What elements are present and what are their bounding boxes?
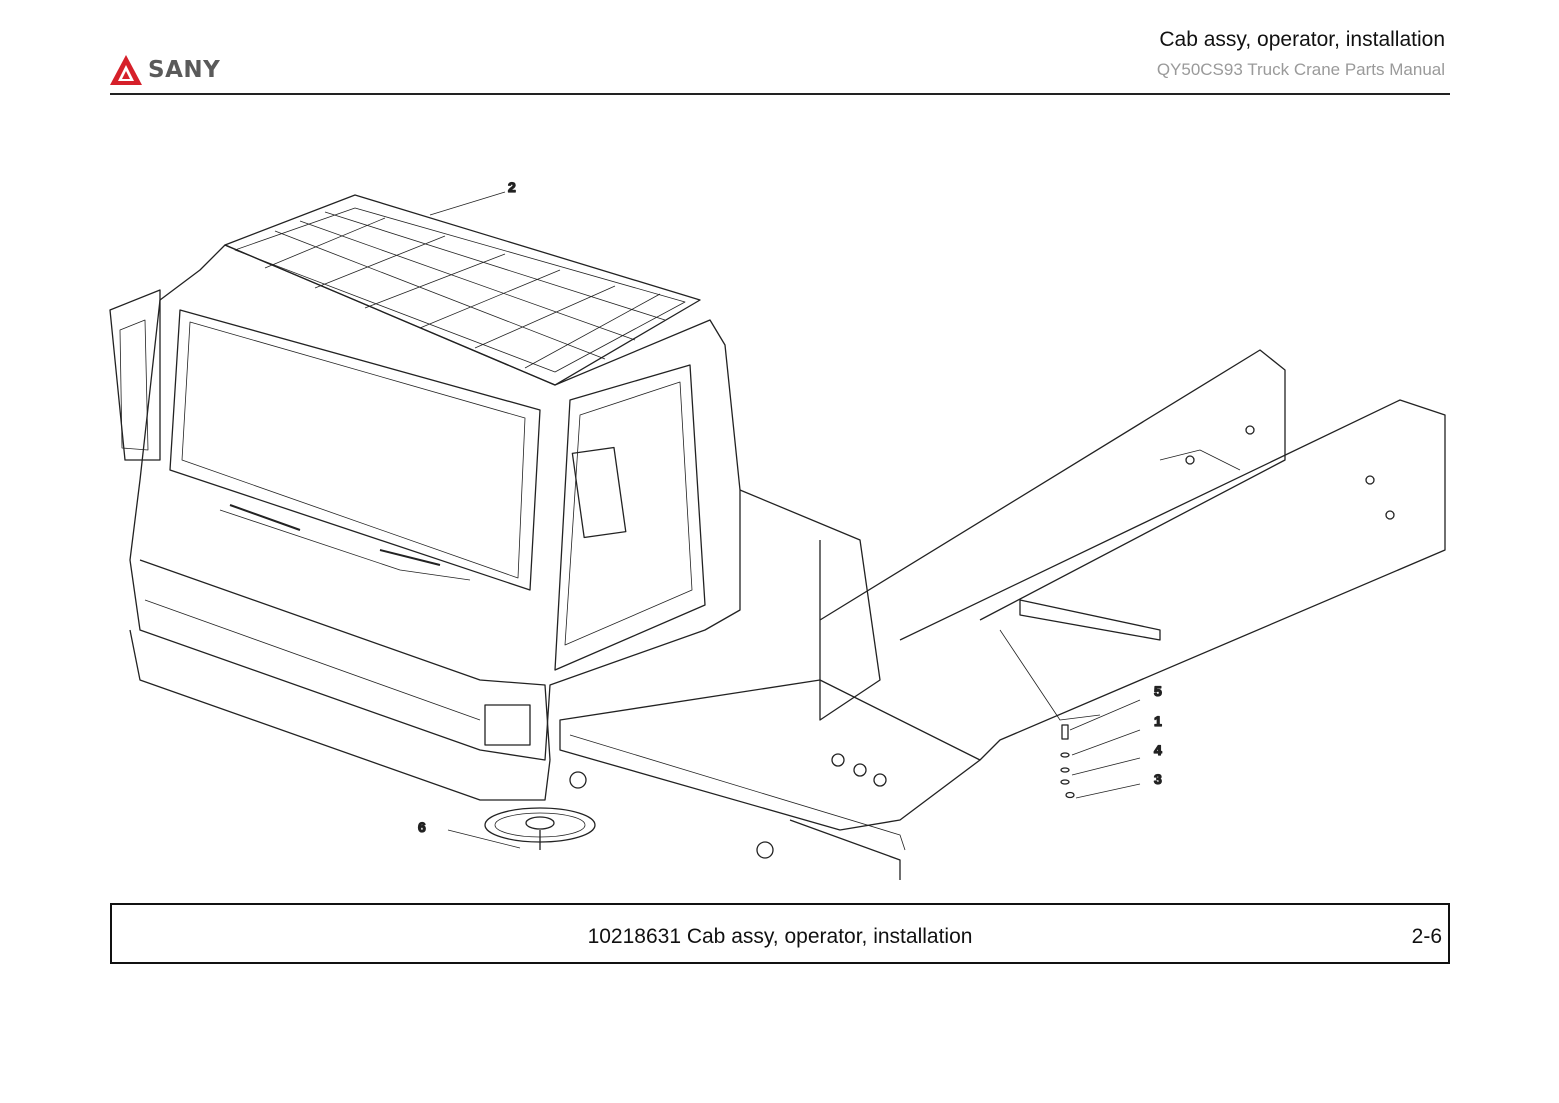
page-title: Cab assy, operator, installation <box>1159 28 1445 51</box>
cab-body <box>109 244 741 801</box>
steering-wheel <box>484 807 596 850</box>
figure-caption: 10218631 Cab assy, operator, installatio… <box>587 925 973 948</box>
sany-logo: SANY <box>108 52 220 88</box>
callout-2: 2 <box>508 179 516 195</box>
roof-rack <box>224 194 701 386</box>
callout-5: 5 <box>1154 683 1162 699</box>
callout-4: 4 <box>1154 742 1162 758</box>
header-divider <box>110 93 1450 95</box>
sany-logo-icon <box>110 55 142 85</box>
page-number: 2-6 <box>1411 925 1442 948</box>
chassis-frame <box>559 349 1446 880</box>
callout-6: 6 <box>418 819 426 835</box>
fastener-stack <box>1060 724 1075 799</box>
callout-3: 3 <box>1154 771 1162 787</box>
callout-leaders <box>429 191 1141 849</box>
manual-subtitle: QY50CS93 Truck Crane Parts Manual <box>1156 60 1445 79</box>
exploded-parts-drawing: 2 6 5 1 4 3 <box>109 178 1446 880</box>
figure-caption-box: 10218631 Cab assy, operator, installatio… <box>110 903 1450 964</box>
brand-name: SANY <box>148 57 221 83</box>
callout-1: 1 <box>1154 713 1162 729</box>
